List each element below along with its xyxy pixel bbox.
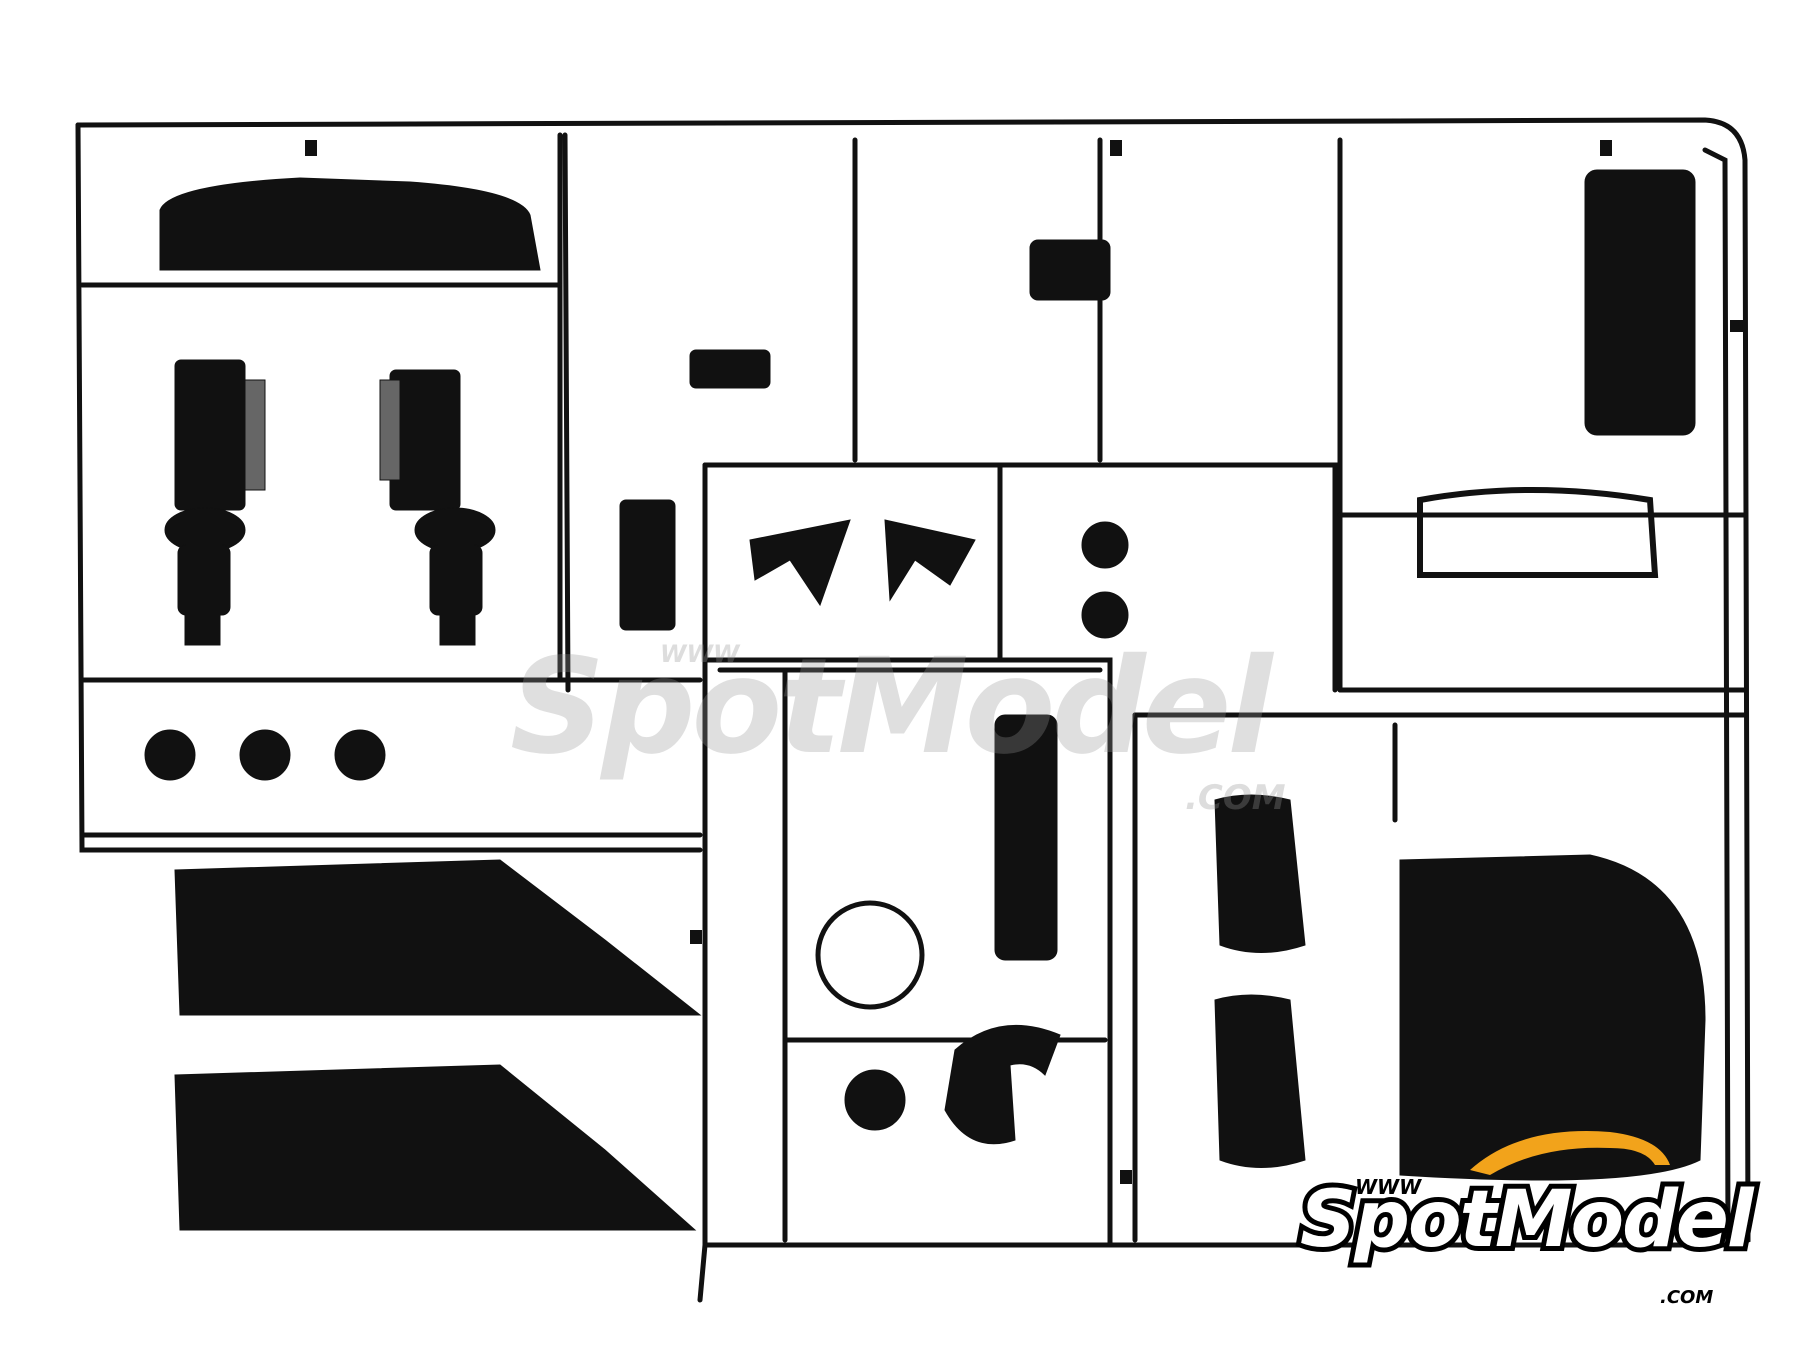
part-seat-back-2	[1214, 994, 1306, 1168]
part-hub-4	[1081, 521, 1129, 569]
watermark-domain: .COM	[1185, 778, 1286, 818]
logo-www: WWW	[1355, 1175, 1422, 1199]
part-hub-3	[334, 729, 386, 781]
gate-3	[1600, 140, 1612, 156]
runner-v2	[562, 132, 571, 693]
part-air-intake	[944, 1024, 1061, 1145]
part-hub-2	[239, 729, 291, 781]
gate-5	[690, 930, 702, 944]
sprue-frame-outer	[75, 117, 1751, 1303]
part-hub-5	[1081, 591, 1129, 639]
part-muffler-small	[689, 349, 771, 389]
part-rear-seat	[1399, 854, 1706, 1181]
sprue-frame-left	[75, 122, 703, 853]
part-door-panel-lower	[174, 1064, 697, 1231]
part-muffler-main	[1029, 239, 1111, 301]
part-spare-tire	[1584, 169, 1696, 436]
gate-1	[305, 140, 317, 156]
part-seat-back-1	[1214, 794, 1306, 953]
gate-4	[1730, 320, 1744, 332]
sprue-frame-top-right	[1702, 147, 1731, 1243]
watermark-brand: SpotModel	[510, 630, 1273, 784]
part-dashboard	[159, 177, 541, 271]
part-console	[994, 714, 1058, 961]
part-engine-half-right	[379, 369, 496, 646]
gate-6	[1120, 1170, 1132, 1184]
watermark-www: WWW	[660, 640, 740, 668]
part-bumper-frame	[1417, 487, 1659, 578]
part-cooling-fan	[844, 1069, 906, 1131]
inner-frame-top	[702, 462, 1338, 693]
part-bracket	[619, 499, 676, 631]
part-door-panel-upper	[174, 859, 702, 1016]
part-hub-1	[144, 729, 196, 781]
gate-2	[1110, 140, 1122, 156]
logo-domain: .COM	[1660, 1287, 1714, 1308]
part-engine-half-left	[164, 359, 266, 646]
part-steering-wheel	[815, 900, 925, 1010]
logo-brand: SpotModel	[1295, 1170, 1759, 1270]
inner-frame-lower	[702, 657, 1113, 1248]
part-control-arm-right	[884, 519, 976, 602]
logo-swoosh-icon	[1470, 1131, 1670, 1175]
part-control-arm-left	[749, 519, 851, 607]
